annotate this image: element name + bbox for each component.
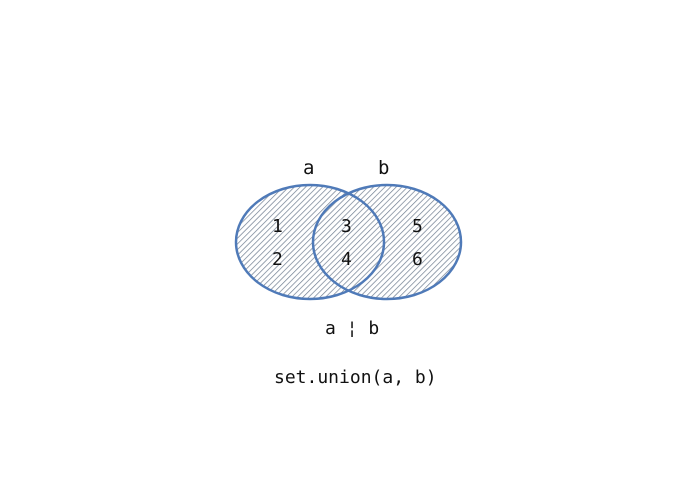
union-method-expression: set.union(a, b) (274, 367, 437, 388)
set-a-label: a (303, 157, 315, 179)
member-only-a: 1 (272, 216, 283, 237)
member-intersection: 3 (341, 216, 352, 237)
member-intersection: 4 (341, 249, 352, 270)
set-b-fill (313, 185, 461, 299)
set-b-circle (311, 183, 463, 301)
member-only-b: 6 (412, 249, 423, 270)
union-shaded-region (236, 185, 461, 299)
set-b-label: b (378, 157, 390, 179)
member-only-b: 5 (412, 216, 423, 237)
union-operator-expression: a ¦ b (325, 318, 380, 339)
set-a-circle (234, 183, 386, 301)
member-only-a: 2 (272, 249, 283, 270)
